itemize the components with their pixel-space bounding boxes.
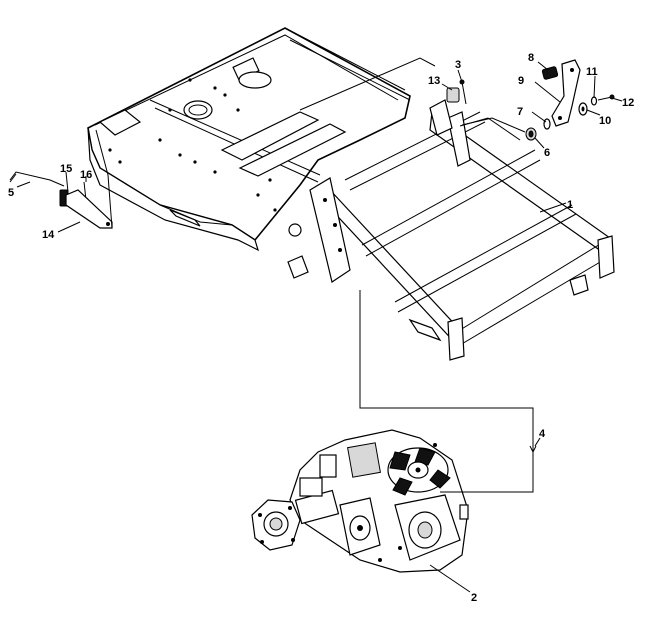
spacer-part-10 bbox=[578, 102, 588, 116]
brake-lever-part-9 bbox=[551, 59, 581, 127]
callout-10: 10 bbox=[599, 115, 611, 127]
transmission-assembly bbox=[251, 429, 469, 573]
callout-4: 4 bbox=[539, 428, 546, 440]
bolt-part-12 bbox=[597, 94, 615, 101]
callout-9: 9 bbox=[518, 75, 524, 87]
bolt-part-3 bbox=[459, 79, 467, 105]
callout-labels: 1 2 3 4 5 6 7 8 9 10 11 12 13 14 15 16 bbox=[8, 52, 634, 604]
callout-11: 11 bbox=[586, 66, 598, 78]
callout-5: 5 bbox=[8, 187, 14, 199]
leader-lines bbox=[16, 61, 623, 593]
bushing-part-13 bbox=[446, 87, 460, 103]
frame-assembly bbox=[87, 27, 615, 361]
rod-part-5 bbox=[9, 171, 65, 187]
callout-6: 6 bbox=[544, 147, 550, 159]
washer-part-11 bbox=[590, 96, 598, 106]
callout-3: 3 bbox=[455, 59, 461, 71]
callout-12: 12 bbox=[622, 97, 634, 109]
washer-part-7 bbox=[543, 118, 551, 130]
callout-2: 2 bbox=[471, 592, 477, 604]
pad-part-8 bbox=[541, 66, 559, 80]
callout-7: 7 bbox=[517, 106, 523, 118]
callout-8: 8 bbox=[528, 52, 534, 64]
callout-15: 15 bbox=[60, 163, 72, 175]
callout-16: 16 bbox=[80, 169, 92, 181]
bracket-part-14 bbox=[65, 189, 113, 229]
callout-1: 1 bbox=[567, 199, 573, 211]
cooling-fan bbox=[387, 447, 451, 496]
nut-part-6 bbox=[525, 127, 537, 141]
axle-hub bbox=[251, 477, 340, 551]
callout-13: 13 bbox=[428, 75, 440, 87]
callout-14: 14 bbox=[42, 229, 55, 241]
